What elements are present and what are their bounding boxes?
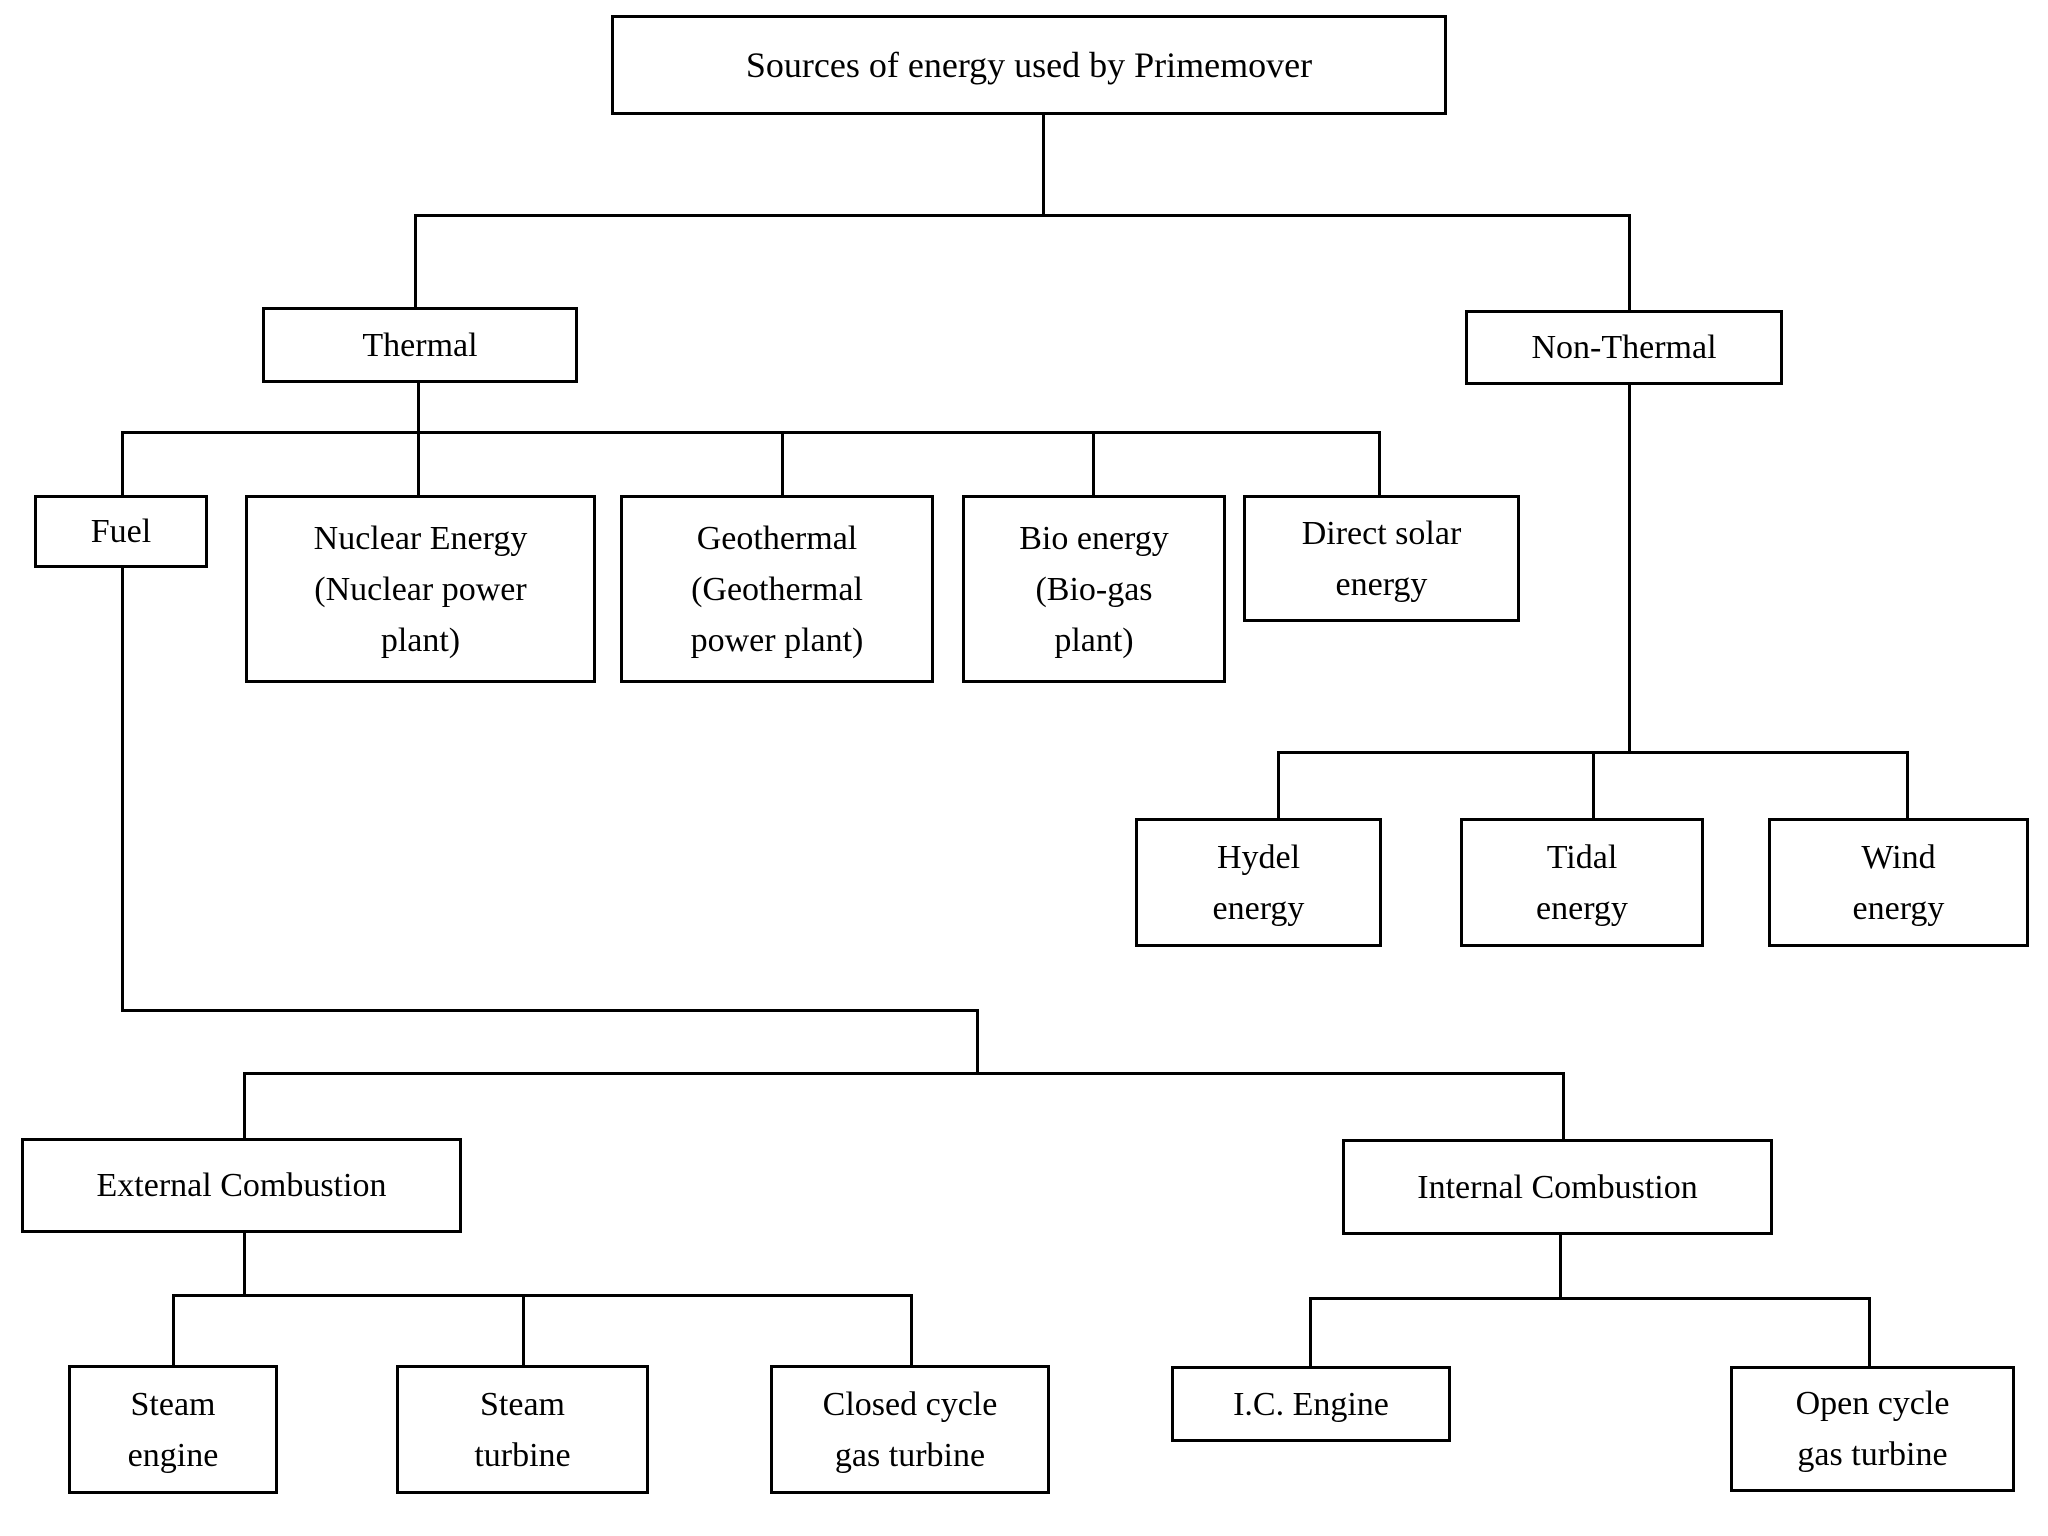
edge-to-bio-energy [1092, 431, 1095, 495]
node-geothermal: Geothermal (Geothermal power plant) [620, 495, 934, 683]
node-steam-turbine: Steam turbine [396, 1365, 649, 1494]
edge-fuel-mid-down [976, 1009, 979, 1075]
node-wind-energy: Wind energy [1768, 818, 2029, 947]
edge-thermal-down [417, 383, 420, 495]
edge-root-branch-horizontal [414, 214, 1631, 217]
edge-to-closed-cycle [910, 1294, 913, 1365]
edge-internal-branch-horizontal [1309, 1297, 1871, 1300]
edge-to-open-cycle [1868, 1297, 1871, 1366]
edge-to-ic-engine [1309, 1297, 1312, 1366]
edge-internal-down [1559, 1235, 1562, 1299]
node-root: Sources of energy used by Primemover [611, 15, 1447, 115]
edge-to-tidal [1592, 751, 1595, 818]
edge-fuel-horizontal [121, 1009, 979, 1012]
node-fuel: Fuel [34, 495, 208, 568]
node-direct-solar-energy: Direct solar energy [1243, 495, 1520, 622]
node-bio-energy: Bio energy (Bio-gas plant) [962, 495, 1226, 683]
node-hydel-energy: Hydel energy [1135, 818, 1382, 947]
edge-to-non-thermal [1628, 214, 1631, 312]
edge-to-steam-turbine [522, 1294, 525, 1365]
node-ic-engine: I.C. Engine [1171, 1366, 1451, 1442]
edge-root-down [1042, 115, 1045, 217]
edge-to-direct-solar [1378, 431, 1381, 495]
edge-non-thermal-down [1628, 385, 1631, 753]
node-tidal-energy: Tidal energy [1460, 818, 1704, 947]
edge-fuel-down [121, 568, 124, 1012]
edge-thermal-branch-horizontal [121, 431, 1381, 434]
node-steam-engine: Steam engine [68, 1365, 278, 1494]
edge-to-external-combustion [243, 1072, 246, 1138]
node-open-cycle-gas-turbine: Open cycle gas turbine [1730, 1366, 2015, 1492]
edge-to-internal-combustion [1562, 1072, 1565, 1139]
node-external-combustion: External Combustion [21, 1138, 462, 1233]
node-closed-cycle-gas-turbine: Closed cycle gas turbine [770, 1365, 1050, 1494]
edge-to-geothermal [781, 431, 784, 495]
edge-to-steam-engine [172, 1294, 175, 1365]
node-nuclear-energy: Nuclear Energy (Nuclear power plant) [245, 495, 596, 683]
edge-to-thermal [414, 214, 417, 309]
node-non-thermal: Non-Thermal [1465, 310, 1783, 385]
edge-to-hydel [1277, 751, 1280, 818]
node-thermal: Thermal [262, 307, 578, 383]
edge-combustion-branch-horizontal [243, 1072, 1565, 1075]
edge-to-wind [1906, 751, 1909, 818]
edge-external-branch-horizontal [172, 1294, 913, 1297]
edge-to-fuel [121, 431, 124, 495]
node-internal-combustion: Internal Combustion [1342, 1139, 1773, 1235]
edge-external-down [243, 1233, 246, 1297]
